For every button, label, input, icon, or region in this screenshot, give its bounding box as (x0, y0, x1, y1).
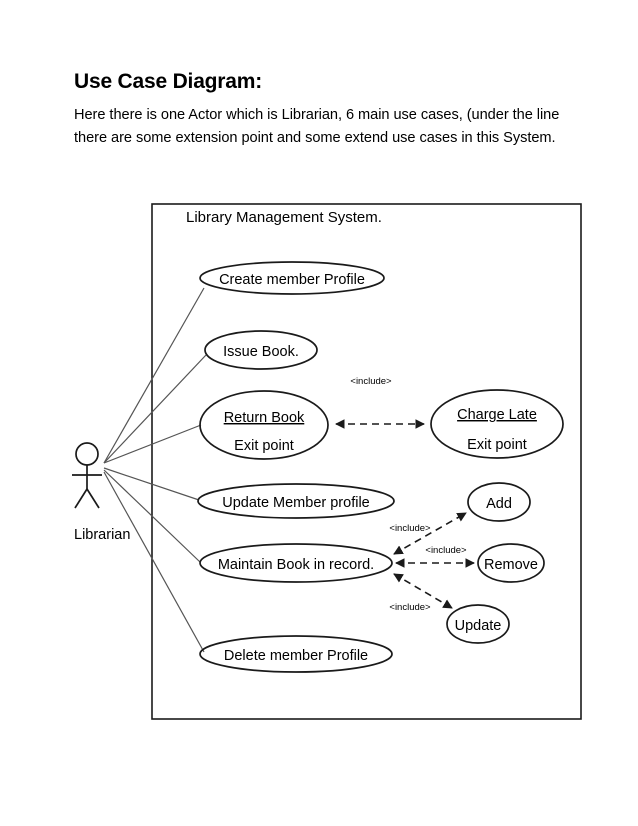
actor-right-leg-icon (86, 488, 100, 509)
use-case-label: Add (486, 496, 512, 512)
use-case-label: Update (455, 618, 502, 634)
use-case-label: Issue Book. (223, 344, 299, 360)
use-case-add[interactable]: Add (467, 482, 531, 522)
use-case-ellipse (477, 543, 545, 583)
use-case-issue-book[interactable]: Issue Book. (204, 330, 318, 370)
include-arrow (393, 512, 467, 555)
use-case-ellipse (199, 390, 329, 460)
include-relation-maintain-remove[interactable]: <include> (395, 545, 475, 568)
use-case-label: Delete member Profile (224, 648, 368, 664)
use-case-ellipse (204, 330, 318, 370)
use-case-return-book[interactable]: Return Book Exit point (199, 390, 329, 460)
association-line-update-member-profile[interactable] (103, 467, 200, 501)
include-label: <include> (389, 602, 431, 613)
association-line-delete-member-profile[interactable] (103, 471, 205, 653)
use-case-ellipse (199, 635, 393, 673)
include-relation-return-book-charge-late[interactable]: <include> (335, 376, 425, 429)
use-case-label: Return Book (224, 410, 305, 426)
use-case-update[interactable]: Update (446, 604, 510, 644)
use-case-extension-point: Exit point (467, 437, 527, 453)
use-case-label: Maintain Book in record. (218, 557, 374, 573)
use-case-delete-member-profile[interactable]: Delete member Profile (199, 635, 393, 673)
intro-paragraph: Here there is one Actor which is Librari… (74, 107, 560, 146)
include-label: <include> (389, 523, 431, 534)
use-case-ellipse (197, 483, 395, 519)
actor-label-librarian: Librarian (74, 527, 130, 543)
system-boundary-title: Library Management System. (186, 209, 382, 226)
actor-left-leg-icon (74, 488, 88, 509)
association-line-issue-book[interactable] (103, 354, 207, 464)
use-case-ellipse (446, 604, 510, 644)
actor-head-icon (75, 442, 99, 466)
use-case-label: Charge Late (457, 407, 537, 423)
use-case-remove[interactable]: Remove (477, 543, 545, 583)
use-case-extension-point: Exit point (234, 438, 294, 454)
use-case-ellipse (199, 543, 393, 583)
system-boundary-box (151, 203, 582, 720)
use-case-create-member-profile[interactable]: Create member Profile (199, 261, 385, 295)
association-lines (103, 287, 207, 653)
use-case-ellipse (430, 389, 564, 459)
include-label: <include> (350, 376, 392, 387)
use-case-ellipse (199, 261, 385, 295)
use-case-charge-late[interactable]: Charge Late Exit point (430, 389, 564, 459)
association-line-return-book[interactable] (103, 424, 202, 464)
include-relation-maintain-update[interactable]: <include> (389, 573, 453, 613)
association-line-maintain-book-in-record[interactable] (103, 469, 201, 563)
actor-librarian[interactable]: Librarian (72, 442, 130, 543)
use-case-update-member-profile[interactable]: Update Member profile (197, 483, 395, 519)
use-case-label: Remove (484, 557, 538, 573)
include-relation-maintain-add[interactable]: <include> (389, 512, 467, 555)
use-case-maintain-book-in-record[interactable]: Maintain Book in record. (199, 543, 393, 583)
include-label: <include> (425, 545, 467, 556)
use-case-ellipse (467, 482, 531, 522)
page-title: Use Case Diagram: (74, 70, 263, 93)
use-case-label: Create member Profile (219, 272, 365, 288)
association-line-create-member-profile[interactable] (103, 287, 205, 464)
use-case-label: Update Member profile (222, 495, 370, 511)
